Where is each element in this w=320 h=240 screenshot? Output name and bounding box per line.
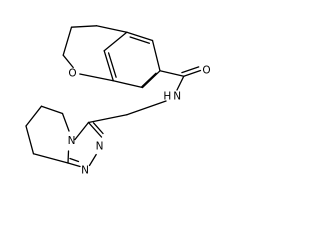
carbonyl-oxygen-label: O (202, 65, 210, 77)
tetrahydrotriazolopyridine-ring (25, 105, 128, 168)
bond (67, 162, 81, 168)
amide-nitrogen-label: N (173, 91, 181, 103)
bond (61, 112, 70, 132)
bond (181, 66, 200, 74)
bond (32, 153, 69, 164)
bond (107, 52, 117, 78)
bond (126, 100, 167, 116)
bond (69, 157, 80, 163)
bond (88, 153, 97, 167)
triazole-nitrogen-label: N (96, 141, 104, 153)
bond (74, 121, 90, 141)
triazole-nitrogen-label: N (81, 165, 89, 177)
bond (126, 31, 154, 42)
bond (92, 122, 104, 135)
atom-labels: O O N H N N N (68, 65, 211, 177)
chemical-structure-diagram: O O N H N N N (25, 25, 211, 177)
amide-hydrogen-label: H (163, 91, 171, 103)
bond (176, 75, 185, 91)
bond (62, 26, 73, 56)
fused-nitrogen-label: N (68, 135, 76, 147)
bond (79, 73, 114, 82)
bond (183, 69, 202, 77)
bond (40, 105, 64, 115)
bond (62, 54, 74, 69)
bond (87, 114, 128, 124)
bond (70, 25, 98, 28)
bond (129, 36, 150, 44)
bond (141, 72, 157, 88)
bond (95, 25, 128, 33)
bond (25, 125, 35, 155)
bond (67, 150, 70, 164)
bond (87, 121, 103, 138)
bond (141, 70, 161, 89)
bond (25, 105, 43, 127)
bond (112, 80, 144, 89)
bond (151, 39, 161, 72)
bond (159, 70, 185, 77)
bond (103, 31, 128, 52)
ring-oxygen-label: O (68, 68, 76, 80)
dihydrobenzofuran-ring (62, 25, 161, 89)
amide-group (126, 66, 202, 116)
bond (103, 50, 114, 82)
